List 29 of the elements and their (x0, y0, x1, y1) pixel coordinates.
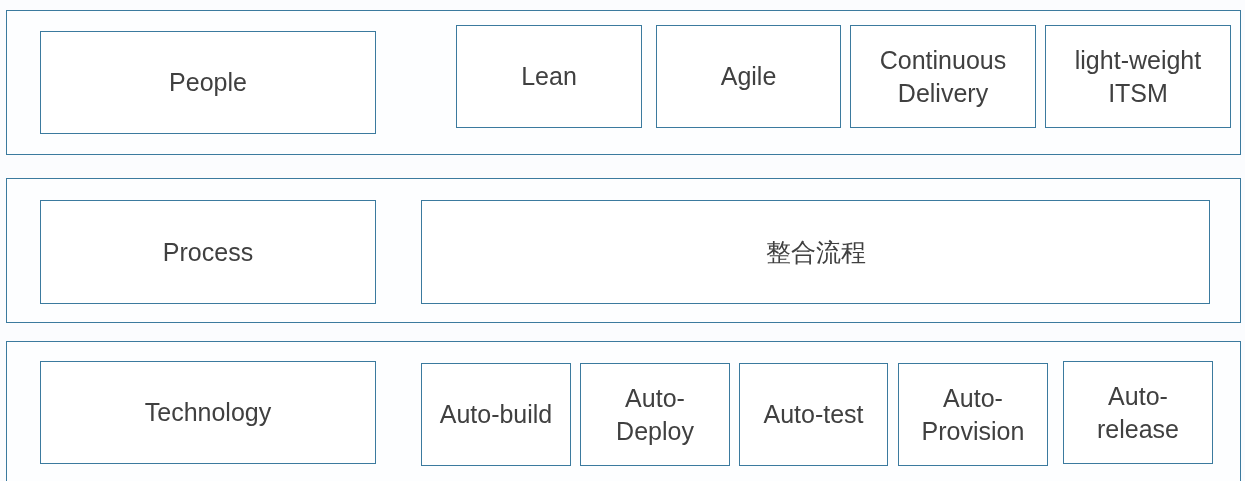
process-box (40, 361, 376, 464)
process-box (421, 200, 1210, 304)
box-label: Auto-Provision (920, 383, 1026, 447)
box-label: People (168, 67, 248, 99)
process-box (739, 363, 888, 466)
process-box (421, 363, 571, 466)
box-label: Auto-release (1096, 381, 1180, 445)
box-label: Process (161, 236, 255, 268)
process-box (456, 25, 642, 128)
process-box (1045, 25, 1231, 128)
box-label: Technology (143, 397, 273, 429)
process-box (40, 200, 376, 304)
process-box (656, 25, 841, 128)
box-label: Auto-build (438, 399, 554, 431)
box-label: light-weight ITSM (1073, 45, 1203, 109)
layer-panel (6, 341, 1241, 481)
box-label: Auto-test (762, 399, 865, 431)
box-label: Lean (520, 61, 578, 93)
process-box (40, 31, 376, 134)
box-label: 整合流程 (764, 236, 867, 268)
process-box (898, 363, 1048, 466)
process-box (580, 363, 730, 466)
process-box (850, 25, 1036, 128)
box-label: Auto-Deploy (615, 383, 695, 447)
layer-panel (6, 10, 1241, 155)
process-box (1063, 361, 1213, 464)
box-label: Agile (719, 61, 778, 93)
layer-panel (6, 178, 1241, 323)
box-label: Continuous Delivery (878, 45, 1008, 109)
